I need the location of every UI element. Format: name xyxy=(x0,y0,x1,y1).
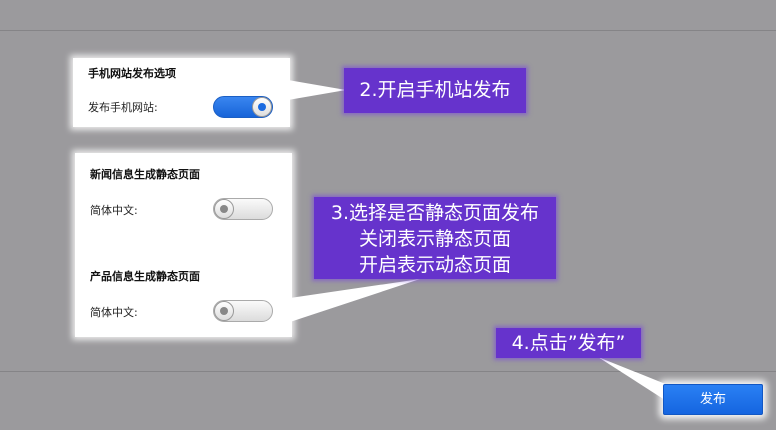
publish-button[interactable]: 发布 xyxy=(663,384,763,415)
callout-step3-line3: 开启表示动态页面 xyxy=(358,254,511,276)
mobile-publish-label: 发布手机网站: xyxy=(88,101,158,114)
mobile-publish-toggle[interactable] xyxy=(213,96,273,118)
news-static-title: 新闻信息生成静态页面 xyxy=(90,168,200,181)
mobile-publish-panel: 手机网站发布选项 发布手机网站: xyxy=(73,58,290,127)
bottom-divider xyxy=(0,371,776,372)
products-language-label: 简体中文: xyxy=(90,306,138,319)
news-static-toggle[interactable] xyxy=(213,198,273,220)
top-divider xyxy=(0,30,776,31)
pointer-step2 xyxy=(288,80,346,100)
pointer-step3 xyxy=(290,279,420,322)
callout-step2: 2.开启手机站发布 xyxy=(344,68,526,113)
panel-title: 手机网站发布选项 xyxy=(88,67,176,80)
products-static-title: 产品信息生成静态页面 xyxy=(90,270,200,283)
callout-step3: 3.选择是否静态页面发布 关闭表示静态页面 开启表示动态页面 xyxy=(314,197,556,279)
products-static-toggle[interactable] xyxy=(213,300,273,322)
callout-step4: 4.点击”发布” xyxy=(496,328,641,358)
callout-step3-line2: 关闭表示静态页面 xyxy=(358,228,511,250)
pointer-step4 xyxy=(598,357,668,402)
news-language-label: 简体中文: xyxy=(90,204,138,217)
callout-step3-line1: 3.选择是否静态页面发布 xyxy=(330,202,540,224)
static-pages-panel: 新闻信息生成静态页面 简体中文: 产品信息生成静态页面 简体中文: xyxy=(75,153,292,337)
